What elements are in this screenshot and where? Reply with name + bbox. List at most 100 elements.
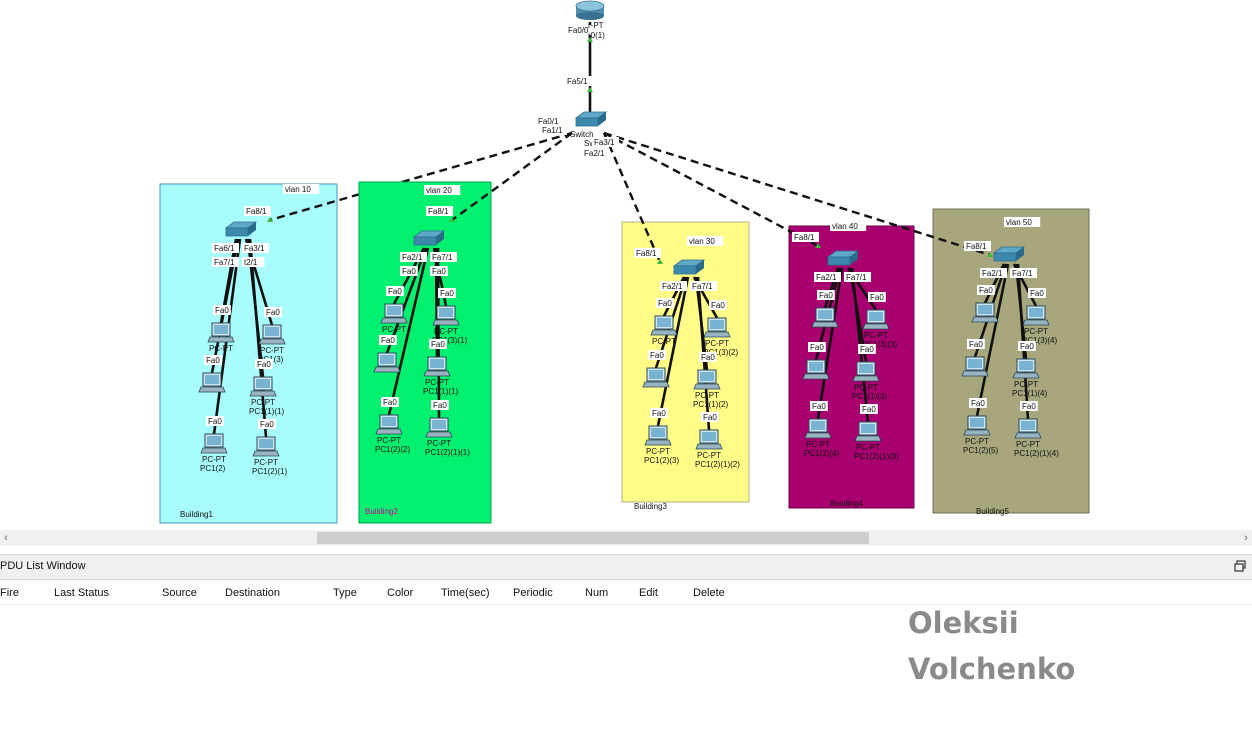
building5-pc-5-name-group: PC1(2)(5): [963, 446, 998, 455]
building3-pc-2[interactable]: [703, 317, 731, 338]
router-icon[interactable]: [575, 0, 605, 20]
building2-pc-4-type: PC-PT: [425, 378, 449, 387]
col-edit[interactable]: Edit: [639, 587, 658, 599]
building4-pc-4[interactable]: [852, 361, 880, 382]
col-destination[interactable]: Destination: [225, 587, 281, 599]
col-delete[interactable]: Delete: [693, 587, 725, 599]
building3-pc-4-keyboard: [693, 383, 721, 390]
building2-pc-2[interactable]: [432, 305, 460, 326]
building5-pc-5[interactable]: [963, 415, 991, 436]
building5-pc-2[interactable]: [1022, 305, 1050, 326]
building1-pc-5[interactable]: [200, 433, 228, 454]
building2-pc-6-display: [432, 420, 446, 429]
building4-pc-4-port: Fa0: [860, 345, 874, 354]
building1-pc-4-port-group: Fa0: [255, 359, 273, 369]
building1-pc-4-port-bg: [255, 359, 273, 369]
building3-pc-4-display: [700, 372, 714, 381]
building3-pc-5[interactable]: [644, 425, 672, 446]
building5-pc-5-port-bg: [969, 398, 987, 408]
core-switch-icon-front: [575, 117, 599, 127]
building4-pc-2-port-bg: [868, 292, 886, 302]
building3-pc-6[interactable]: [695, 429, 723, 450]
building5-pc-1[interactable]: [971, 302, 999, 323]
building4-pc-6[interactable]: [854, 421, 882, 442]
building2-pc-6-port: Fa0: [433, 401, 447, 410]
building2-pc-4[interactable]: [423, 356, 451, 377]
b5-switch-port-0: Fa2/1: [982, 269, 1003, 278]
building3-pc-4-port-bg: [699, 352, 717, 362]
building1-pc-1[interactable]: [207, 322, 235, 343]
building1-pc-2[interactable]: [258, 324, 286, 345]
building5-pc-6[interactable]: [1014, 418, 1042, 439]
col-time[interactable]: Time(sec): [441, 587, 490, 599]
col-color[interactable]: Color: [387, 587, 414, 599]
building2-pc-6[interactable]: [425, 417, 453, 438]
building1-pc-3-port: Fa0: [206, 356, 220, 365]
scroll-right-icon[interactable]: ›: [1244, 532, 1248, 544]
b1-switch-port-2-group: Fa7/1: [212, 257, 239, 267]
horizontal-scrollbar[interactable]: ‹ ›: [0, 530, 1252, 546]
building2-pc-5[interactable]: [375, 414, 403, 435]
b4-switch-port-0-group: Fa2/1: [814, 272, 841, 282]
building1-pc-2-port-group: Fa0: [264, 307, 282, 317]
building3-vlan-label-bg: [687, 236, 724, 246]
core-port-fa01-bg: [536, 116, 563, 126]
building1-pc-3[interactable]: [198, 372, 226, 393]
col-num[interactable]: Num: [585, 587, 609, 599]
building4-pc-5[interactable]: [804, 418, 832, 439]
building1-pc-6[interactable]: [252, 436, 280, 457]
building3-pc-5-port-bg: [650, 408, 668, 418]
building5-pc-3[interactable]: [961, 356, 989, 377]
scrollbar-thumb[interactable]: [317, 532, 869, 544]
network-topology[interactable]: Fa0/0r-PTr0(1)Fa5/1Fa0/1Fa1/1SwitchSwitc…: [0, 0, 1252, 530]
scroll-left-icon[interactable]: ‹: [4, 532, 8, 544]
b1-switch-port-1-group: Fa3/1: [242, 243, 269, 253]
building3-pc-2-port-group: Fa0: [709, 300, 727, 310]
restore-window-icon[interactable]: [1234, 560, 1246, 572]
building2-pc-2-type: PC-PT: [434, 327, 458, 336]
building5-pc-6-display: [1021, 421, 1035, 430]
building4-pc-1-port: Fa0: [819, 291, 833, 300]
col-fire[interactable]: Fire: [0, 587, 19, 599]
building2-name: Building2: [365, 507, 398, 516]
router-label-1-group: r-PT: [588, 21, 604, 30]
building4-switch-icon[interactable]: [826, 250, 860, 266]
building4-pc-2[interactable]: [862, 309, 890, 330]
col-periodic[interactable]: Periodic: [513, 587, 553, 599]
building4-pc-6-port: Fa0: [862, 405, 876, 414]
building3-pc-3[interactable]: [642, 367, 670, 388]
building4-pc-6-name-group: PC1(2)(1)(3): [854, 452, 899, 461]
col-type[interactable]: Type: [333, 587, 357, 599]
building1-pc-4-display: [256, 379, 270, 388]
building3-pc-1[interactable]: [650, 315, 678, 336]
building1-pc-4[interactable]: [249, 376, 277, 397]
building1-pc-6-name-group: PC1(2)(1): [252, 467, 287, 476]
building1-pc-1-keyboard: [207, 336, 235, 343]
b1-uplink-indicator: [267, 217, 273, 222]
col-source[interactable]: Source: [162, 587, 197, 599]
col-last-status[interactable]: Last Status: [54, 587, 110, 599]
b3-uplink-port-group: Fa8/1: [634, 248, 661, 258]
building1-pc-2-port: Fa0: [266, 308, 280, 317]
building2-pc-1[interactable]: [380, 303, 408, 324]
building5-pc-5-display: [970, 418, 984, 427]
building5-pc-2-name: PC1(3)(4): [1022, 336, 1057, 345]
building3-switch-icon[interactable]: [672, 259, 706, 275]
b2-switch-port-2-bg: [400, 266, 418, 276]
building2-switch-icon[interactable]: [412, 230, 446, 246]
building4-pc-3-port-group: Fa0: [808, 342, 826, 352]
building3-pc-4[interactable]: [693, 369, 721, 390]
building2-pc-2-port-group: Fa0: [438, 288, 456, 298]
logical-workspace[interactable]: Fa0/0r-PTr0(1)Fa5/1Fa0/1Fa1/1SwitchSwitc…: [0, 0, 1252, 530]
building2-pc-3-keyboard: [373, 366, 401, 373]
building5-switch-icon[interactable]: [992, 246, 1026, 262]
building4-pc-1[interactable]: [811, 307, 839, 328]
building4-pc-2-display: [869, 312, 883, 321]
building5-pc-4[interactable]: [1012, 358, 1040, 379]
building2-pc-3[interactable]: [373, 352, 401, 373]
building1-switch-icon[interactable]: [224, 221, 258, 237]
building4-pc-3[interactable]: [802, 359, 830, 380]
building2-pc-5-type-group: PC-PT: [377, 436, 401, 445]
core-switch-icon[interactable]: [574, 111, 608, 127]
router-label-2-group: r0(1): [588, 31, 605, 40]
